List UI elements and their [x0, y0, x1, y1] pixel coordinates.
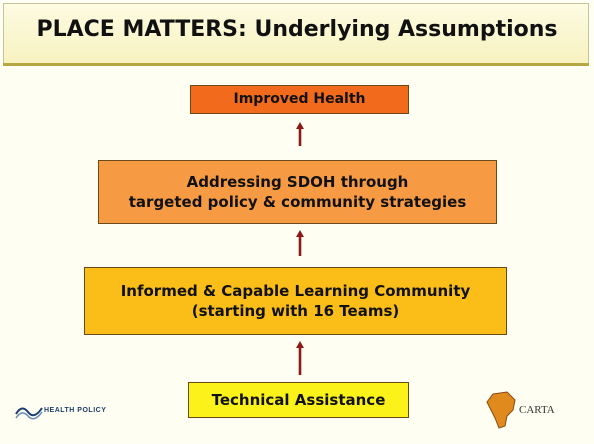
box-addressing-sdoh: Addressing SDOH through targeted policy … — [98, 160, 497, 224]
box-improved-health-line-1: Improved Health — [233, 91, 366, 108]
title-bar: PLACE MATTERS: Underlying Assumptions — [3, 3, 589, 64]
box-technical-assistance: Technical Assistance — [188, 382, 409, 418]
arrow-up-icon — [295, 230, 305, 256]
health-policy-logo: HEALTH POLICY — [14, 398, 124, 428]
arrow-up-icon — [295, 122, 305, 146]
slide-title: PLACE MATTERS: Underlying Assumptions — [36, 17, 558, 42]
box-technical-assistance-line-1: Technical Assistance — [211, 390, 386, 409]
arrow-up-icon — [295, 341, 305, 375]
title-divider — [3, 63, 589, 66]
box-addressing-sdoh-line-2: targeted policy & community strategies — [128, 193, 467, 211]
wave-icon — [15, 407, 43, 420]
box-learning-community-line-1: Informed & Capable Learning Community — [120, 281, 471, 300]
box-learning-community-line-2: (starting with 16 Teams) — [191, 302, 400, 320]
carta-logo-text: CARTA — [519, 404, 555, 416]
health-policy-logo-text: HEALTH POLICY — [44, 407, 107, 414]
carta-logo: CARTA — [485, 390, 580, 438]
africa-map-icon — [486, 391, 516, 429]
box-improved-health: Improved Health — [190, 85, 409, 114]
box-learning-community: Informed & Capable Learning Community (s… — [84, 267, 507, 335]
box-addressing-sdoh-line-1: Addressing SDOH through — [186, 172, 409, 191]
